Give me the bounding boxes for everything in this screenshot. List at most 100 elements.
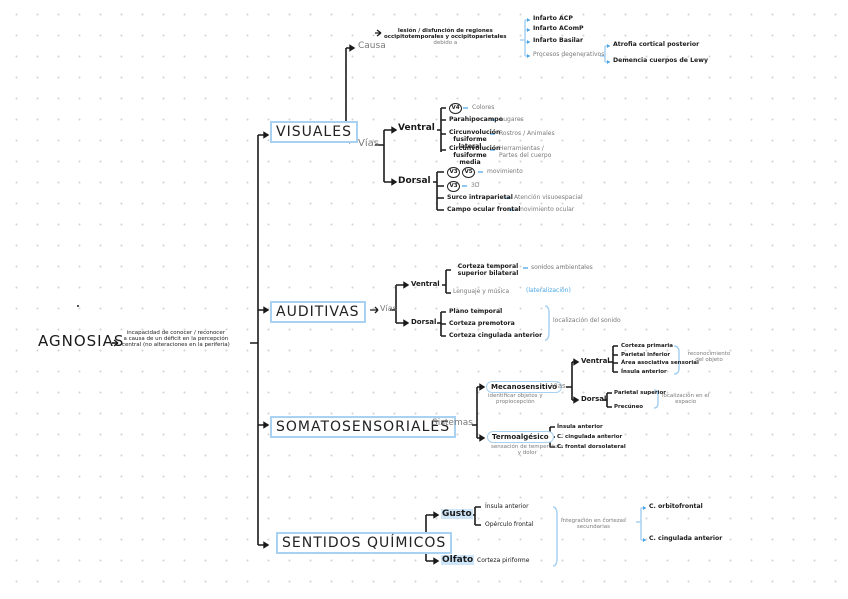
root-title: AGNOSIAS	[38, 332, 125, 350]
olfato-label: Olfato	[441, 555, 475, 566]
area-label: Circunvolución fusiforme lateral	[449, 129, 501, 150]
area-label: Corteza primaria	[621, 343, 674, 349]
meca-ventral-branch	[608, 345, 618, 373]
secundarias-bracket	[636, 507, 646, 541]
gusto-text: Gusto	[441, 509, 473, 519]
meca-description: identificar objetos y propiocepción	[488, 393, 543, 405]
description-line: sensación de temperatura	[491, 444, 564, 450]
ventral-label: Ventral	[411, 280, 440, 288]
degenerativo-item: Atrofia cortical posterior	[613, 41, 700, 48]
function-label: movimiento ocular	[518, 206, 575, 213]
vias-label: Vías	[358, 138, 379, 149]
ventral-label: Ventral	[398, 123, 435, 133]
mecanosensitivo-node[interactable]: Mecanosensitivo	[486, 381, 562, 393]
area-label: Lenguaje y música	[453, 288, 510, 295]
degenerativos-bracket	[600, 45, 610, 63]
ventral-label: Ventral	[581, 357, 610, 365]
area-label: C. cingulada anterior	[557, 434, 623, 440]
area-label: Parahipocampo	[449, 116, 503, 123]
function-label: Herramientas / Partes del cuerpo	[499, 145, 552, 159]
area-v3: V3	[447, 181, 460, 192]
main-spine	[250, 135, 259, 545]
area-label: Surco intraparietal	[447, 194, 513, 201]
definition-line: incapacidad de conocer / reconocer	[126, 330, 225, 336]
main-branches	[258, 134, 268, 546]
area-label: Corteza premotora	[449, 320, 515, 327]
function-label: 3D	[471, 182, 480, 189]
area-label: C. orbitofrontal	[649, 503, 703, 510]
description-line: identificar objetos y	[488, 393, 543, 399]
sistemas-branch	[472, 386, 484, 439]
causa-label: Causa	[358, 41, 386, 51]
causa-line: occipitotemporales y occipitoparietales	[384, 34, 507, 41]
function-label: Colores	[472, 104, 495, 111]
area-label: Parietal superior	[614, 390, 667, 396]
function-label: Rostros / Animales	[499, 130, 555, 137]
meca-ventral-brace	[673, 345, 680, 375]
area-label: Plano temporal	[449, 308, 503, 315]
function-label: (lateralización)	[526, 287, 571, 294]
area-label: Corteza piriforme	[477, 557, 530, 564]
description-line: propiocepción	[495, 399, 535, 406]
area-label: Ínsula anterior	[485, 503, 529, 510]
dorsal-branch	[433, 171, 444, 211]
causa-bracket	[520, 19, 530, 57]
area-v5: V5	[462, 167, 475, 178]
degenerativo-item: Demencia cuerpos de Lewy	[613, 57, 709, 64]
area-label: Parietal inferior	[621, 352, 671, 358]
auditivas-branch	[390, 284, 408, 324]
function-label: Atención visuoespacial	[514, 194, 583, 201]
termoalgesico-node[interactable]: Termoalgésico	[487, 431, 554, 443]
area-label: Precúneo	[614, 404, 644, 410]
function-label: sonidos ambientales	[531, 264, 593, 271]
definition-line: central (no alteraciones en la periferia…	[122, 342, 230, 349]
definition-line: a causa de un déficit en la percepción	[123, 336, 229, 343]
causa-item: Procesos degenerativos	[533, 51, 605, 58]
ventral-branch	[437, 107, 446, 152]
meca-vias-branch	[566, 361, 578, 401]
causa-item: Infarto ACP	[533, 15, 573, 22]
integracion-label: Integración en cortezas secundarias	[561, 518, 626, 530]
meca-dorsal-brace	[653, 389, 659, 409]
causa-item: Infarto Basilar	[533, 37, 584, 44]
causa-item: Infarto AComP	[533, 25, 584, 32]
area-label: C. frontal dorsolateral	[557, 444, 626, 450]
root-definition: incapacidad de conocer / reconocer a cau…	[122, 330, 230, 348]
meca-dorsal-branch	[603, 392, 612, 408]
area-label: Opérculo frontal	[485, 521, 534, 528]
integracion-line: secundarias	[576, 524, 610, 531]
auditivas-node[interactable]: AUDITIVAS	[270, 301, 366, 323]
function-label: reconocimiento del objeto	[687, 351, 731, 364]
area-label: C. cingulada anterior	[649, 535, 723, 542]
aud-ventral-branch	[442, 269, 451, 294]
aud-dorsal-branch	[437, 311, 446, 337]
causa-line: debido a	[433, 40, 458, 47]
olfato-text: Olfato	[441, 555, 475, 565]
area-v4: V4	[449, 103, 462, 114]
area-label: Corteza temporal superior bilateral	[457, 263, 519, 277]
function-label: movimiento	[487, 168, 523, 175]
aud-dorsal-brace	[544, 305, 550, 341]
dorsal-label: Dorsal	[411, 318, 437, 326]
dorsal-label: Dorsal	[398, 176, 431, 186]
area-label: Campo ocular frontal	[447, 206, 521, 213]
vias-branch	[375, 129, 396, 183]
area-label: Corteza cingulada anterior	[449, 332, 543, 339]
area-label: Circunvolución fusiforme media	[449, 145, 501, 166]
area-label: Ínsula anterior	[621, 369, 667, 375]
quimicos-brace	[552, 506, 558, 567]
causa-text: lesión / disfunción de regiones occipito…	[384, 28, 507, 46]
somatosensoriales-node[interactable]: SOMATOSENSORIALES	[270, 416, 457, 438]
area-v3: V3	[447, 167, 460, 178]
function-label: localización en el espacio	[662, 393, 709, 405]
causa-line: lesión / disfunción de regiones	[397, 28, 493, 34]
quimicos-node[interactable]: SENTIDOS QUÍMICOS	[276, 532, 453, 554]
integracion-line: Integración en cortezas	[561, 518, 626, 524]
area-label: Ínsula anterior	[557, 424, 603, 430]
function-label: Lugares	[500, 116, 524, 123]
visuales-node[interactable]: VISUALES	[270, 121, 358, 143]
vias-label: Vías	[380, 304, 397, 313]
stray-mark	[77, 305, 79, 307]
termo-description: sensación de temperatura y dolor	[491, 444, 563, 456]
